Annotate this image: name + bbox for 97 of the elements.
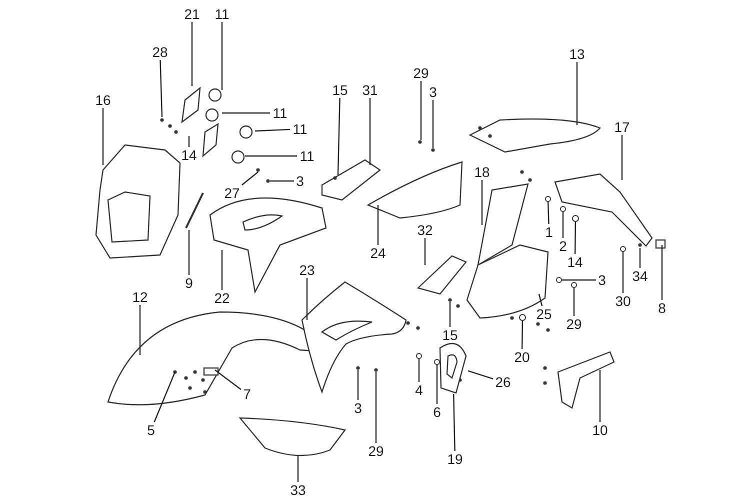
callout-number: 23 [299,263,315,277]
callout-number: 14 [181,148,197,162]
leader-line [254,128,290,132]
leader-line [245,155,297,157]
leader-line [102,108,104,165]
callout-number: 15 [332,83,348,97]
fastener-icon [560,206,566,212]
leader-line [621,135,623,180]
callout-number: 3 [296,174,304,188]
leader-line [214,370,242,390]
leader-line [369,98,371,165]
leader-line [622,252,624,293]
fastener-icon [556,277,562,283]
callout-number: 29 [566,317,582,331]
leader-line [377,205,379,245]
fastener-icon [620,246,626,252]
leader-line [188,230,190,275]
callout-number: 11 [272,106,288,120]
callout-number: 26 [495,375,511,389]
callout-number: 19 [447,452,463,466]
fastener-icon [416,353,422,359]
callout-number: 17 [614,120,630,134]
fastener-icon [545,196,551,202]
leader-line [191,22,193,86]
callout-number: 24 [370,246,386,260]
callout-number: 7 [243,387,251,401]
callout-number: 3 [429,85,437,99]
callout-number: 2 [559,239,567,253]
leader-line [432,100,434,148]
callout-number: 13 [569,47,585,61]
callout-number: 22 [214,291,230,305]
leader-line [548,202,550,224]
leader-line [538,294,543,306]
leader-line [562,212,564,238]
callout-number: 25 [536,307,552,321]
callout-number: 15 [442,328,458,342]
callout-number: 20 [514,350,530,364]
fastener-icon [571,282,577,288]
callout-number: 32 [417,223,433,237]
leader-line [337,98,340,176]
callout-number: 12 [132,290,148,304]
callout-number: 18 [474,165,490,179]
leader-line [436,365,438,404]
leader-line [522,321,524,349]
leader-line [270,180,294,182]
leader-line [306,278,308,320]
fastener-icon [572,215,579,222]
callout-number: 16 [95,93,111,107]
callout-number: 14 [567,255,583,269]
callout-number: 8 [658,301,666,315]
callout-number: 11 [300,149,314,163]
callout-number: 33 [290,483,306,497]
callout-number: 31 [362,83,378,97]
leader-line [221,22,223,90]
callout-number: 3 [354,401,362,415]
leader-line [449,302,451,327]
leader-line [139,305,141,355]
leader-line [221,250,223,290]
callout-number: 29 [413,66,429,80]
leader-line [468,370,494,380]
leader-line [576,62,578,125]
callout-number: 11 [214,7,230,21]
callout-number: 30 [615,294,631,308]
callout-number: 5 [147,423,155,437]
leader-line [661,245,663,300]
callout-number: 29 [368,444,384,458]
callout-number: 21 [184,7,200,21]
leader-line [453,394,456,452]
callout-number: 9 [185,276,193,290]
leader-line [424,238,426,265]
leader-line [420,81,422,140]
fastener-icon [434,359,440,365]
leader-line [481,180,483,225]
callout-number: 28 [152,45,168,59]
leader-line [242,172,258,186]
leader-line [639,248,641,268]
leader-line [562,279,596,281]
leader-line [599,370,601,422]
callout-number: 11 [292,122,308,136]
callout-number: 6 [433,405,441,419]
callout-number: 4 [415,383,423,397]
callout-number: 10 [592,423,608,437]
leader-line [375,372,377,443]
leader-line [222,112,270,114]
leader-line [297,456,299,482]
leader-line [573,288,575,316]
callout-number: 34 [632,269,648,283]
leader-line [160,60,163,118]
leader-line [357,370,359,400]
fastener-icon [519,314,526,321]
leader-line [418,359,420,382]
leader-line [154,372,176,422]
leader-line [188,136,190,147]
callout-number: 1 [545,225,553,239]
callout-number: 27 [224,186,240,200]
leader-line [574,222,576,254]
callout-number: 3 [598,273,606,287]
